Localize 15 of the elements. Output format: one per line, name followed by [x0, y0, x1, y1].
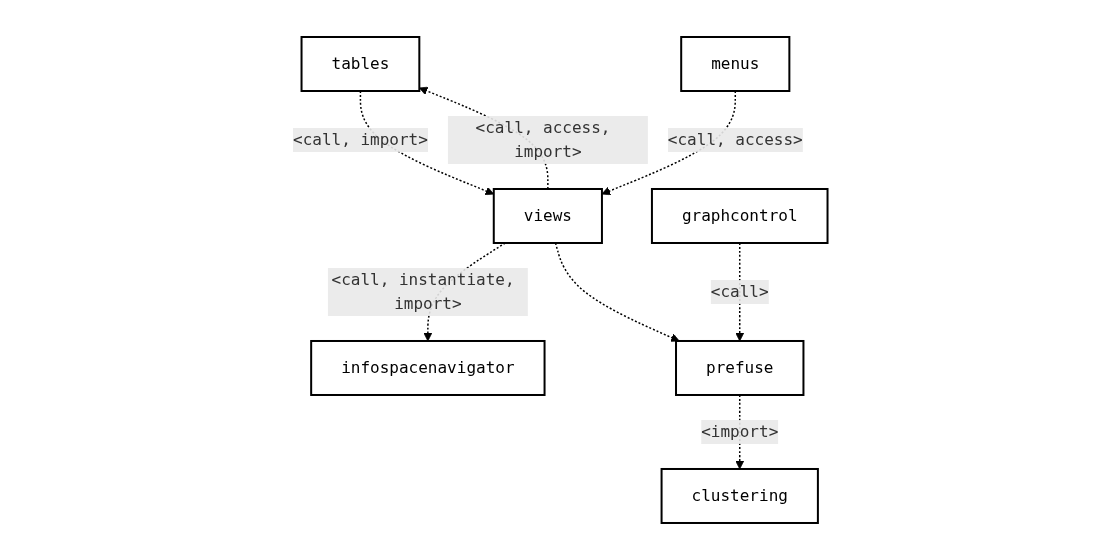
node-box: menus — [679, 36, 791, 92]
edge-label: <call, access, import> — [475, 118, 611, 161]
edge-label: <import> — [700, 421, 778, 441]
node-box: prefuse — [674, 340, 805, 396]
node-box: graphcontrol — [650, 188, 829, 244]
edge-label: <call, instantiate, import> — [331, 269, 515, 313]
node-box: infospacenavigator — [309, 340, 546, 396]
node-box: views — [492, 188, 603, 244]
node-box: clustering — [660, 468, 819, 524]
node-box: tables — [300, 36, 421, 92]
edge-label: <call> — [710, 281, 769, 301]
edge-label: <call, import> — [292, 130, 428, 149]
arrow — [554, 242, 680, 342]
arrow — [735, 242, 744, 342]
edge-label: <call, access> — [667, 130, 803, 149]
